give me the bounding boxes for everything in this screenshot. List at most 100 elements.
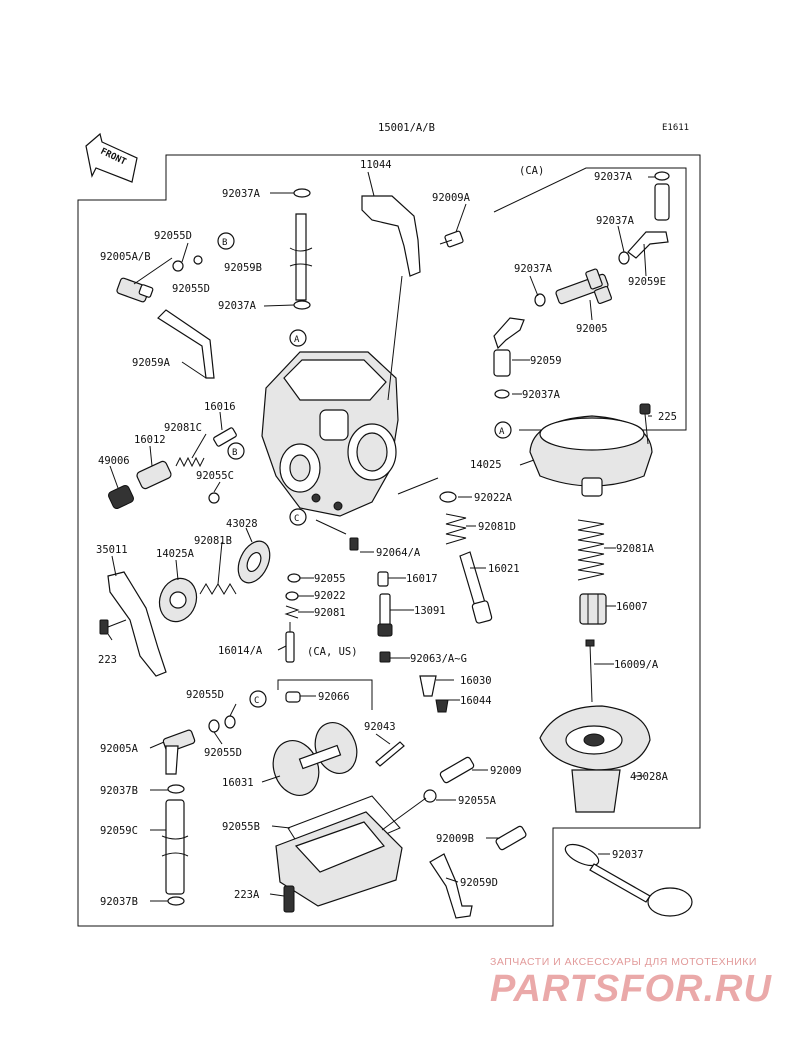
label-92059: 92059 bbox=[530, 355, 562, 367]
part-labels: 11044 92037A 92009A 92055D 92005A/B 9205… bbox=[96, 159, 677, 908]
spring-92081b bbox=[199, 583, 237, 595]
hose-92059a bbox=[157, 309, 215, 379]
label-92055a: 92055A bbox=[458, 795, 497, 807]
clip-92037b-bottom bbox=[167, 896, 185, 906]
label-92059c: 92059C bbox=[100, 825, 138, 837]
pilot-screw-16012 bbox=[136, 460, 172, 490]
svg-text:C: C bbox=[254, 696, 259, 706]
cap-49006 bbox=[108, 485, 134, 509]
callout-b-top: B bbox=[217, 232, 235, 250]
label-16014a: 16014/A bbox=[218, 645, 263, 657]
svg-text:A: A bbox=[294, 335, 300, 345]
top-cover-14025 bbox=[529, 415, 653, 497]
label-92037: 92037 bbox=[612, 849, 644, 861]
label-16044: 16044 bbox=[460, 695, 492, 707]
assembly-number: 15001/A/B bbox=[378, 122, 435, 134]
pump-cover-14025a bbox=[158, 577, 198, 623]
label-92022: 92022 bbox=[314, 590, 346, 602]
label-16016: 16016 bbox=[204, 401, 236, 413]
label-16030: 16030 bbox=[460, 675, 492, 687]
hose-92059 bbox=[493, 349, 511, 377]
label-92059b: 92059B bbox=[224, 262, 262, 274]
label-92005: 92005 bbox=[576, 323, 608, 335]
svg-text:C: C bbox=[294, 514, 299, 524]
ca-us-bracket bbox=[277, 679, 373, 710]
figure-code: E1611 bbox=[662, 123, 689, 133]
label-92043: 92043 bbox=[364, 721, 396, 733]
tee-fitting-92005 bbox=[555, 268, 613, 305]
label-92055b: 92055B bbox=[222, 821, 260, 833]
label-92009b: 92009B bbox=[436, 833, 474, 845]
ca-region-label: (CA) bbox=[519, 165, 544, 177]
label-92037a-5: 92037A bbox=[514, 263, 553, 275]
washer-92022a bbox=[439, 491, 457, 503]
o-ring-92055d bbox=[172, 260, 184, 272]
label-92037a-1: 92037A bbox=[222, 188, 261, 200]
callout-c-low: C bbox=[249, 690, 267, 708]
screw-223 bbox=[99, 619, 127, 635]
label-92081a: 92081A bbox=[616, 543, 655, 555]
label-92037b-2: 92037B bbox=[100, 896, 138, 908]
ca-us-label: (CA, US) bbox=[307, 646, 358, 658]
hose-92059e-straight bbox=[654, 183, 670, 221]
label-92066: 92066 bbox=[318, 691, 350, 703]
spring-92081d bbox=[445, 513, 467, 545]
label-92037a-4: 92037A bbox=[596, 215, 635, 227]
spring-92081 bbox=[284, 605, 300, 619]
front-arrow-icon: FRONT bbox=[85, 132, 138, 183]
clip-92037a-top bbox=[293, 188, 311, 198]
carburetor-body bbox=[261, 351, 399, 517]
screw-92009 bbox=[439, 756, 475, 784]
strap-92037 bbox=[564, 843, 693, 917]
label-92081b: 92081B bbox=[194, 535, 232, 547]
callout-b-mid: B bbox=[227, 442, 245, 460]
watermark-tagline: ЗАПЧАСТИ И АКСЕССУАРЫ ДЛЯ МОТОТЕХНИКИ bbox=[490, 956, 757, 968]
clip-92037a-ca-low bbox=[494, 389, 510, 399]
label-225: 225 bbox=[658, 411, 677, 423]
spring-92081c bbox=[175, 456, 205, 468]
hose-92059d bbox=[429, 853, 473, 919]
label-92037a-6: 92037A bbox=[522, 389, 561, 401]
label-92063ag: 92063/A~G bbox=[410, 653, 467, 665]
label-16012: 16012 bbox=[134, 434, 166, 446]
needle-jet-92064a bbox=[349, 537, 359, 551]
label-92005ab: 92005A/B bbox=[100, 251, 151, 263]
clip-16044 bbox=[435, 699, 449, 713]
label-16009a: 16009/A bbox=[614, 659, 659, 671]
label-92055d-4: 92055D bbox=[204, 747, 242, 759]
lever-35011 bbox=[107, 571, 167, 677]
label-92081d: 92081D bbox=[478, 521, 516, 533]
label-49006: 49006 bbox=[98, 455, 130, 467]
label-92022a: 92022A bbox=[474, 492, 513, 504]
jet-16017 bbox=[377, 571, 389, 587]
clip-92037a-ca-mid bbox=[534, 293, 546, 307]
watermark-logo: PARTSFOR.RU bbox=[490, 968, 772, 1010]
clip-92037a-lower bbox=[293, 300, 311, 310]
washer-92022 bbox=[285, 591, 299, 601]
throttle-bracket bbox=[361, 195, 421, 277]
hose-92059-elbow bbox=[493, 317, 525, 350]
o-ring-92055d-lower-b bbox=[224, 715, 236, 729]
label-92055c: 92055C bbox=[196, 470, 234, 482]
label-92081c: 92081C bbox=[164, 422, 202, 434]
label-16031: 16031 bbox=[222, 777, 254, 789]
callout-a-ca: A bbox=[494, 421, 512, 439]
o-ring-92055a bbox=[423, 789, 437, 803]
fitting-92005a bbox=[162, 729, 196, 775]
needle-jet-holder-13091 bbox=[377, 593, 393, 637]
svg-text:A: A bbox=[499, 427, 505, 437]
vent-tube-92059b bbox=[295, 213, 307, 301]
float-valve-16030 bbox=[419, 675, 437, 697]
label-92055d-2: 92055D bbox=[172, 283, 210, 295]
label-16007: 16007 bbox=[616, 601, 648, 613]
label-92037a-2: 92037A bbox=[218, 300, 257, 312]
diaphragm-43028 bbox=[237, 540, 271, 584]
label-223a: 223A bbox=[234, 889, 260, 901]
spring-92081a bbox=[577, 519, 605, 581]
o-ring-92055d-lower-a bbox=[208, 719, 220, 733]
o-ring-92055c bbox=[208, 492, 220, 504]
label-92064a: 92064/A bbox=[376, 547, 421, 559]
needle-holder-16007 bbox=[579, 593, 607, 625]
washer-92066 bbox=[285, 691, 301, 703]
